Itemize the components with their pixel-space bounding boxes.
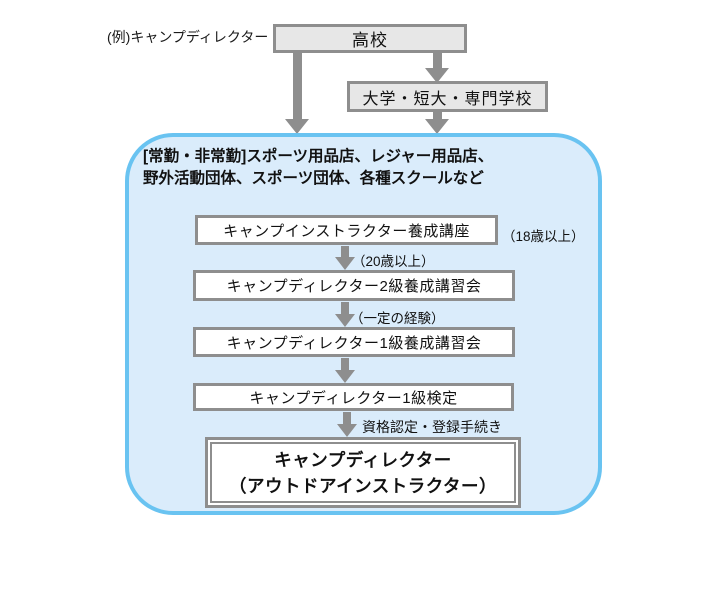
arrow-highschool-to-college-icon: [425, 53, 449, 83]
step-label: キャンプディレクター1級養成講習会: [226, 334, 482, 352]
arrow-step3-icon: [335, 358, 355, 383]
step-box-director1-course: キャンプディレクター1級養成講習会: [193, 327, 515, 357]
step-label: キャンプインストラクター養成講座: [223, 222, 470, 240]
arrow-step1-icon: [335, 246, 355, 270]
step-label: キャンプディレクター1級検定: [249, 389, 458, 407]
final-qualification-box: キャンプディレクター （アウトドアインストラクター）: [205, 437, 521, 508]
step-label: キャンプディレクター2級養成講習会: [226, 278, 482, 295]
arrow-step4-icon: [337, 412, 357, 437]
certification-note: 資格認定・登録手続き: [362, 419, 502, 435]
step-box-director1-exam: キャンプディレクター1級検定: [193, 383, 514, 411]
highschool-label: 高校: [352, 31, 388, 50]
experience-note: （一定の経験）: [350, 311, 445, 326]
age-20-note: （20歳以上）: [352, 254, 435, 269]
example-label: (例)キャンプディレクター: [107, 29, 269, 45]
field-header-line1: [常勤・非常勤]スポーツ用品店、レジャー用品店、: [143, 148, 494, 165]
step-box-director2-course: キャンプディレクター2級養成講習会: [193, 270, 515, 301]
step-box-instructor-course: キャンプインストラクター養成講座: [195, 215, 498, 245]
final-subtitle: （アウトドアインストラクター）: [228, 475, 498, 496]
arrow-college-to-field-icon: [425, 112, 449, 134]
arrow-step2-icon: [335, 302, 355, 327]
highschool-box: 高校: [273, 24, 467, 53]
age-18-note: （18歳以上）: [502, 229, 585, 244]
college-label: 大学・短大・専門学校: [362, 90, 533, 108]
final-qualification-box-inner: キャンプディレクター （アウトドアインストラクター）: [210, 442, 516, 503]
field-header: [常勤・非常勤]スポーツ用品店、レジャー用品店、 野外活動団体、スポーツ団体、各…: [143, 146, 493, 189]
final-title: キャンプディレクター: [274, 449, 452, 470]
college-box: 大学・短大・専門学校: [347, 81, 548, 112]
arrow-highschool-to-field-icon: [285, 53, 309, 134]
field-header-line2: 野外活動団体、スポーツ団体、各種スクールなど: [143, 169, 484, 187]
